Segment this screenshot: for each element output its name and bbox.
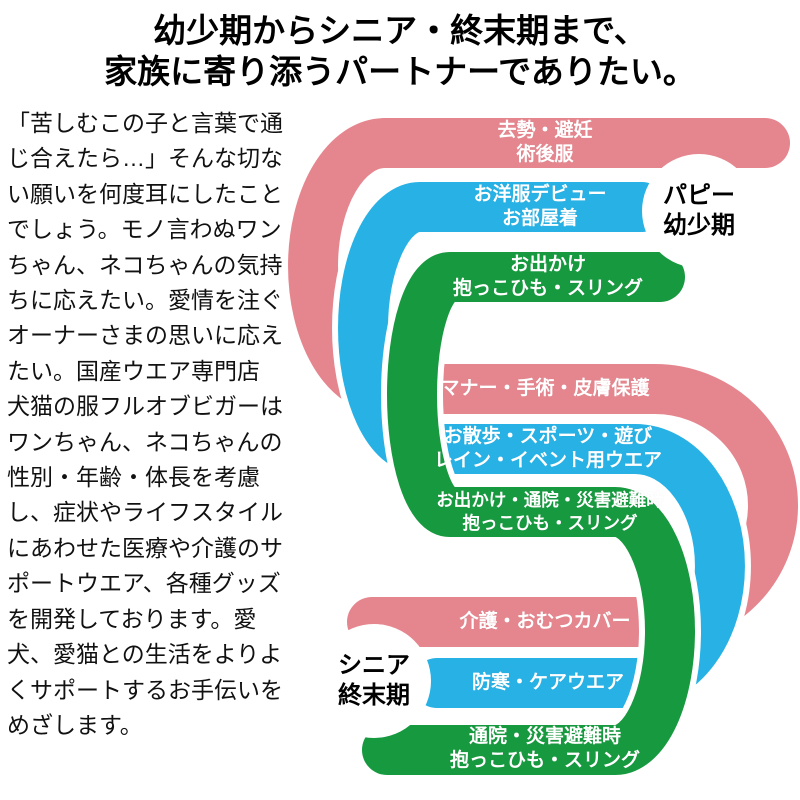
band-label-manner-surgery-skin: マナー・手術・皮膚保護 [440,378,650,399]
intro-paragraph: 「苦しむこの子と言葉で通じ合えたら…」そんな切ない願いを何度耳にしたことでしょう… [7,110,283,738]
stage-circle-senior [317,624,431,738]
page-title-line2: 家族に寄り添うパートナーでありたい。 [104,53,696,90]
band-label-care-diaper-cover: 介護・おむつカバー [459,611,631,632]
stage-label-puppy: パピー 幼少期 [663,182,735,239]
band-label-cold-protection-care: 防寒・ケアウエア [471,672,625,693]
band-label-outing-hospital-sling: お出かけ・通院・災害避難時 抱っこひも・スリング [436,490,664,533]
band-label-clothes-debut: お洋服デビュー お部屋着 [473,184,607,229]
page-title: 幼少期からシニア・終末期まで、 家族に寄り添うパートナーでありたい。 [0,10,800,92]
band-label-neuter-surgery-wear: 去勢・避妊 術後服 [497,120,593,165]
stage-circle-puppy [642,154,756,268]
band-label-hospital-sling-senior: 通院・災害避難時 抱っこひも・スリング [449,726,641,771]
page-title-line1: 幼少期からシニア・終末期まで、 [153,12,647,49]
stage-label-senior: シニア 終末期 [338,652,410,709]
ribbon-green [362,252,695,775]
band-label-walk-sports-rainwear: お散歩・スポーツ・遊び レイン・イベント用ウエア [433,426,663,471]
band-label-outing-sling-puppy: お出かけ 抱っこひも・スリング [452,254,644,299]
